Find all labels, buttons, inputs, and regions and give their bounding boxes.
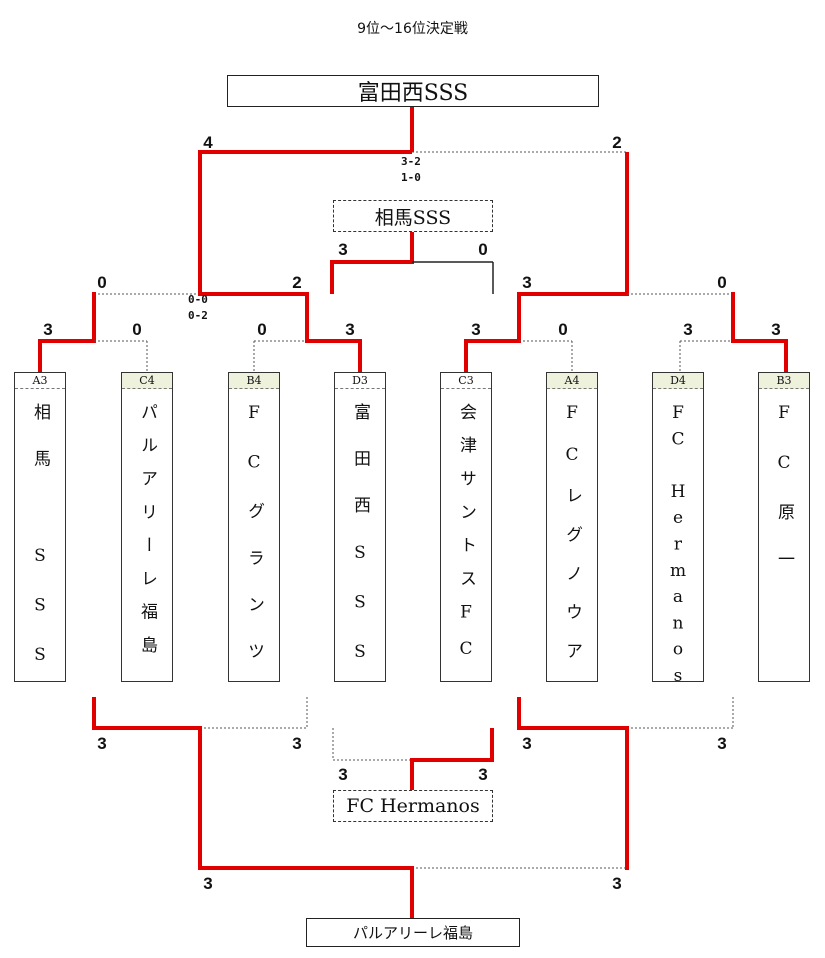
team-card: C4 パルアリーレ福島 xyxy=(121,372,173,682)
pk-line: 0-2 xyxy=(188,309,208,322)
team-card: D4 FC Hermanos xyxy=(652,372,704,692)
score: 3 xyxy=(522,273,532,292)
score: 0 xyxy=(132,320,142,339)
third-top-name: 相馬SSS xyxy=(374,206,452,229)
team-name: FCレグノウア xyxy=(562,403,582,681)
team-name: 会津サントスFC xyxy=(456,403,476,676)
score: 3 xyxy=(471,320,481,339)
score: 3 xyxy=(717,734,727,753)
team-name: FCグランツ xyxy=(244,403,264,689)
score: 3 xyxy=(683,320,693,339)
score: 3 xyxy=(203,874,213,893)
score: 0 xyxy=(97,273,107,292)
score: 2 xyxy=(292,273,302,292)
team-name: FC原一 xyxy=(774,403,794,597)
score: 3 xyxy=(478,765,488,784)
score: 3 xyxy=(612,874,622,893)
team-seed: B3 xyxy=(759,373,809,389)
team-seed: B4 xyxy=(229,373,279,389)
score: 3 xyxy=(292,734,302,753)
score: 0 xyxy=(558,320,568,339)
page-title: 9位〜16位決定戦 xyxy=(357,21,468,37)
team-seed: D4 xyxy=(653,373,703,389)
team-seed: A3 xyxy=(15,373,65,389)
pk-line: 0-0 xyxy=(188,293,208,306)
team-name: FC Hermanos xyxy=(668,403,688,693)
score: 3 xyxy=(338,765,348,784)
team-seed: A4 xyxy=(547,373,597,389)
team-card: A3 相馬 SSS xyxy=(14,372,66,695)
pk-line: 1-0 xyxy=(401,171,421,184)
winner-top-name: 富田西SSS xyxy=(357,81,469,106)
score: 0 xyxy=(478,240,488,259)
score: 0 xyxy=(257,320,267,339)
team-seed: D3 xyxy=(335,373,385,389)
team-name: 相馬 SSS xyxy=(30,403,50,695)
team-name: パルアリーレ福島 xyxy=(137,403,157,670)
third-place-box-top: 相馬SSS xyxy=(333,200,493,232)
score: 0 xyxy=(717,273,727,292)
score: 3 xyxy=(771,320,781,339)
score: 3 xyxy=(522,734,532,753)
score: 2 xyxy=(612,133,622,152)
score: 3 xyxy=(43,320,53,339)
winner-box-top: 富田西SSS xyxy=(227,75,599,107)
winner-box-bottom: パルアリーレ福島 xyxy=(306,918,520,947)
score: 3 xyxy=(345,320,355,339)
pk-line: 3-2 xyxy=(401,155,421,168)
score: 3 xyxy=(338,240,348,259)
score: 3 xyxy=(97,734,107,753)
team-card: C3 会津サントスFC xyxy=(440,372,492,682)
team-seed: C4 xyxy=(122,373,172,389)
score: 4 xyxy=(203,133,213,152)
third-bottom-name: FC Hermanos xyxy=(346,795,480,817)
team-seed: C3 xyxy=(441,373,491,389)
third-place-box-bottom: FC Hermanos xyxy=(333,790,493,822)
team-name: 富田西SSS xyxy=(350,403,370,692)
winner-bottom-name: パルアリーレ福島 xyxy=(352,924,473,942)
team-card: D3 富田西SSS xyxy=(334,372,386,692)
